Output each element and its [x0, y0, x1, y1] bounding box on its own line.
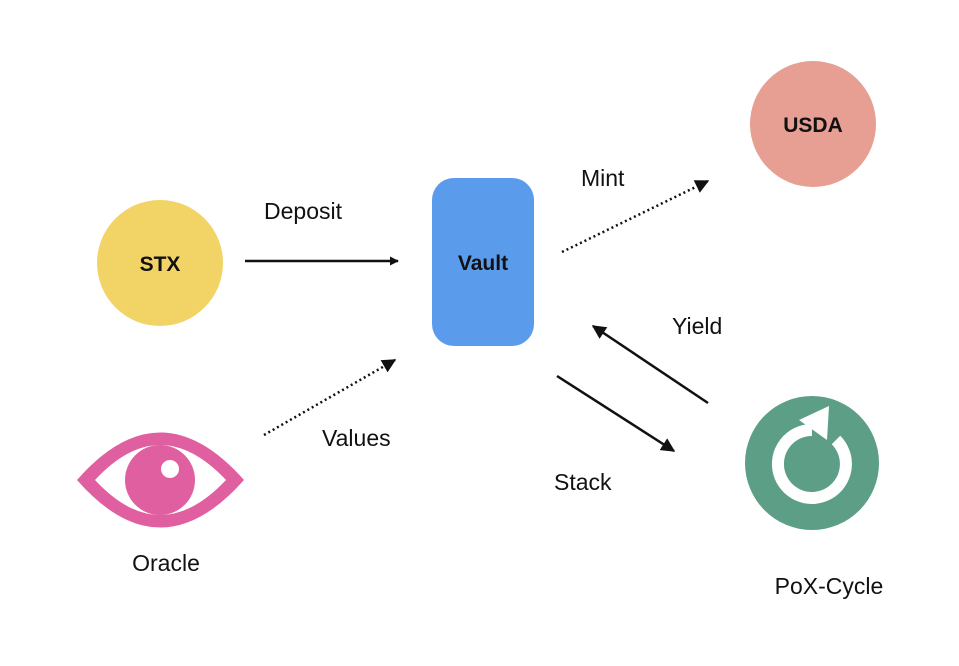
stack-label: Stack: [554, 469, 612, 495]
vault-label: Vault: [458, 252, 508, 275]
stx-label: STX: [140, 253, 181, 276]
stack-arrow: [556, 374, 676, 453]
values-label: Values: [322, 425, 391, 451]
pox-cycle-node: [745, 396, 879, 530]
usda-node: USDA: [750, 61, 876, 187]
mint-label: Mint: [581, 165, 625, 191]
yield-label: Yield: [672, 313, 722, 339]
deposit-label: Deposit: [264, 198, 343, 224]
stx-node: STX: [97, 200, 223, 326]
values-arrow: [263, 358, 397, 437]
oracle-caption: Oracle: [132, 550, 200, 576]
pox-cycle-caption: PoX-Cycle: [775, 573, 884, 599]
refresh-icon: [771, 406, 852, 504]
vault-node: Vault: [432, 178, 534, 346]
yield-arrow: [591, 324, 709, 405]
usda-label: USDA: [783, 114, 843, 137]
mint-arrow: [561, 179, 710, 254]
eye-icon: [77, 432, 244, 528]
